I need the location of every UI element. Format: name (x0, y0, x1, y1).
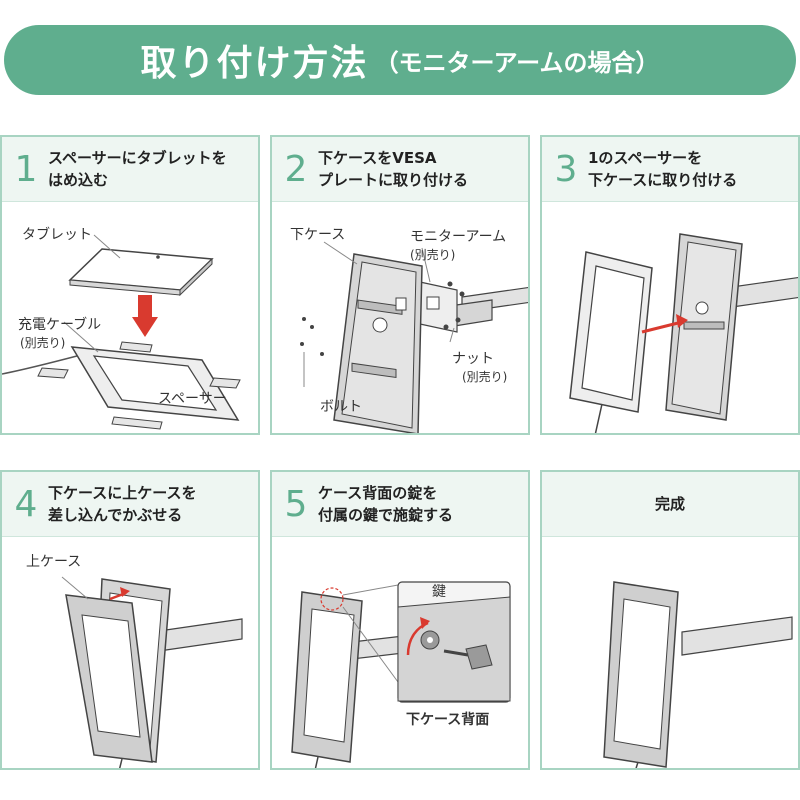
callout-circle (320, 587, 344, 611)
back-label: 下ケース背面 (406, 712, 490, 728)
step-1-header: 1 スペーサーにタブレットを はめ込む (2, 137, 258, 202)
step-title: 下ケースに上ケースを 差し込んでかぶせる (48, 484, 197, 524)
step-3-panel: 3 1のスペーサーを 下ケースに取り付ける (540, 135, 800, 435)
upper-case-label: 上ケース (26, 554, 82, 570)
step-3-header: 3 1のスペーサーを 下ケースに取り付ける (542, 137, 798, 202)
spacer-label: スペーサー (158, 391, 227, 407)
step-5-panel: 5 ケース背面の錠を 付属の鍵で施錠する 鍵 下ケース背面 (270, 470, 530, 770)
upper-case-shape (65, 594, 153, 763)
step-2-header: 2 下ケースをVESA プレートに取り付ける (272, 137, 528, 202)
tablet-label: タブレット (22, 227, 92, 243)
case-shape (291, 591, 363, 763)
complete-illustration (603, 581, 793, 768)
step-1-illustration (2, 234, 241, 430)
step-3-illustration (569, 233, 798, 433)
step-2-illustration (300, 241, 528, 433)
complete-header: 完成 (542, 472, 798, 537)
step-title: スペーサーにタブレットを はめ込む (48, 149, 227, 189)
page-subtitle: （モニターアームの場合） (374, 48, 660, 77)
nut-label: ナット (452, 351, 494, 367)
bolt-label: ボルト (320, 399, 362, 415)
step-number: 1 (14, 148, 38, 190)
lower-case-label: 下ケース (290, 227, 346, 243)
step-number: 5 (284, 483, 308, 525)
finished-case-shape (603, 581, 679, 768)
step-5-illustration (291, 581, 511, 768)
title-banner: 取り付け方法 （モニターアームの場合） (4, 25, 796, 95)
step-title: 下ケースをVESA プレートに取り付ける (318, 149, 469, 189)
monitor-arm-shape (731, 276, 798, 308)
zoom-detail-box (397, 581, 511, 703)
monitor-arm-shape (681, 616, 793, 656)
step-number: 3 (554, 148, 578, 190)
spacer-shape (569, 251, 653, 413)
step-5-header: 5 ケース背面の錠を 付属の鍵で施錠する (272, 472, 528, 537)
step-title: 1のスペーサーを 下ケースに取り付ける (588, 149, 738, 189)
step-4-panel: 4 下ケースに上ケースを 差し込んでかぶせる 上ケース (0, 470, 260, 770)
step-2-panel: 2 下ケースをVESA プレートに取り付ける 下ケース (270, 135, 530, 435)
arm-label: モニターアーム (410, 229, 507, 245)
complete-panel: 完成 (540, 470, 800, 770)
nut-note: (別売り) (462, 370, 508, 384)
complete-title: 完成 (654, 495, 685, 513)
arm-note: (別売り) (410, 248, 456, 262)
spacer-shape (37, 341, 241, 430)
lower-case-shape (665, 233, 743, 421)
key-label: 鍵 (432, 584, 446, 600)
down-arrow-icon (138, 295, 152, 317)
lower-case-shape (333, 253, 423, 433)
cable-note: (別売り) (20, 336, 66, 350)
bolt-icons (300, 281, 465, 356)
step-4-header: 4 下ケースに上ケースを 差し込んでかぶせる (2, 472, 258, 537)
step-1-panel: 1 スペーサーにタブレットを はめ込む タブレット 充電ケーブル (別売り) ス… (0, 135, 260, 435)
page-title: 取り付け方法 (140, 43, 369, 84)
step-number: 2 (284, 148, 308, 190)
cable-label: 充電ケーブル (18, 317, 102, 333)
step-number: 4 (14, 483, 38, 525)
step-4-illustration (61, 576, 243, 768)
red-arrow-icon (641, 320, 683, 334)
key-icon (465, 644, 493, 670)
step-title: ケース背面の錠を 付属の鍵で施錠する (318, 484, 454, 524)
